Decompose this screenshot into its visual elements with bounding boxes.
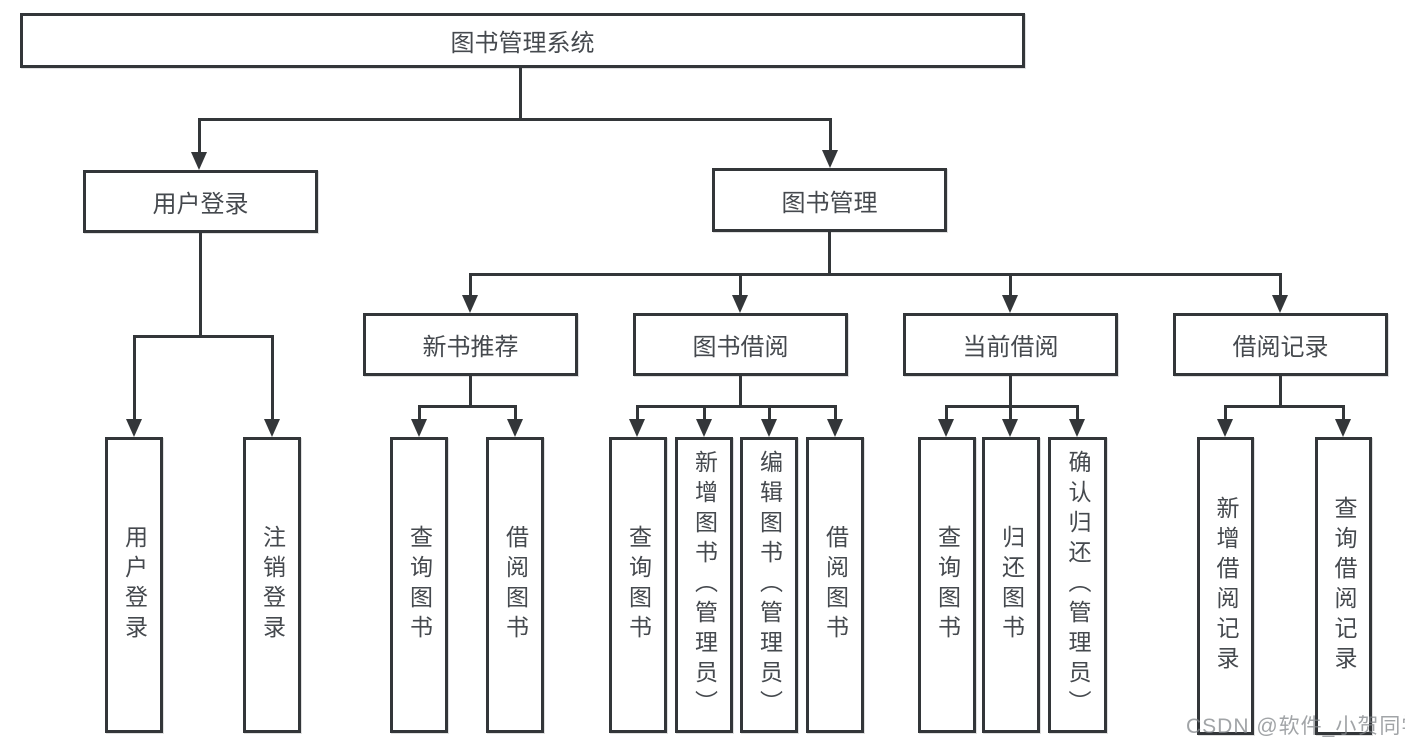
arrow-down-icon [126,335,142,437]
leaf-borrow-books: 借阅图书 [806,437,864,733]
connector-line [519,68,522,118]
leaf-borrow-books-label: 借阅图书 [822,525,849,645]
node-book-management: 图书管理 [712,168,947,232]
arrow-down-icon [1069,405,1085,437]
node-user-login-label: 用户登录 [152,191,249,218]
leaf-add-borrow-record-label: 新增借阅记录 [1213,496,1239,676]
node-root-label: 图书管理系统 [450,30,595,57]
leaf-return-book-label: 归还图书 [998,525,1025,645]
leaf-borrow-books-recommend: 借阅图书 [486,437,544,733]
leaf-user-login-label: 用户登录 [121,525,148,645]
node-book-management-label: 图书管理 [781,189,878,217]
leaf-query-books-recommend-label: 查询图书 [406,525,433,645]
leaf-query-borrow-record-label: 查询借阅记录 [1331,496,1357,676]
leaf-edit-book-admin: 编辑图书（管理员） [740,437,798,733]
leaf-logout-label: 注销登录 [259,525,286,645]
connector-line [469,273,1282,276]
arrow-down-icon [1002,405,1018,437]
connector-line [739,376,742,405]
leaf-return-book: 归还图书 [982,437,1040,733]
arrow-down-icon [732,273,748,313]
connector-line [945,405,1079,408]
node-current-borrow-label: 当前借阅 [962,334,1059,361]
node-current-borrow: 当前借阅 [903,313,1118,376]
node-root: 图书管理系统 [20,13,1025,68]
arrow-down-icon [191,118,207,170]
arrow-down-icon [696,405,712,437]
arrow-down-icon [507,405,523,437]
leaf-confirm-return-admin-label: 确认归还（管理员） [1065,450,1091,720]
leaf-edit-book-admin-label: 编辑图书（管理员） [756,450,783,720]
node-new-book-recommend: 新书推荐 [363,313,578,376]
connector-line [1009,376,1012,405]
leaf-query-books-recommend: 查询图书 [390,437,448,733]
node-user-login: 用户登录 [83,170,318,233]
arrow-down-icon [1002,273,1018,313]
connector-line [1279,376,1282,405]
leaf-add-book-admin-label: 新增图书（管理员） [691,450,718,720]
leaf-logout: 注销登录 [243,437,301,733]
arrow-down-icon [629,405,645,437]
arrow-down-icon [1335,405,1351,437]
arrow-down-icon [827,405,843,437]
arrow-down-icon [938,405,954,437]
leaf-query-borrow-record: 查询借阅记录 [1315,437,1372,735]
leaf-user-login: 用户登录 [105,437,163,733]
leaf-borrow-books-recommend-label: 借阅图书 [502,525,529,645]
arrow-down-icon [462,273,478,313]
node-borrow-records-label: 借阅记录 [1232,334,1329,361]
connector-line [418,405,517,408]
connector-line [199,233,202,335]
leaf-add-book-admin: 新增图书（管理员） [675,437,733,733]
node-book-borrow-label: 图书借阅 [692,334,789,361]
connector-line [469,376,472,405]
arrow-down-icon [411,405,427,437]
csdn-watermark: CSDN @软件_小贺同学 [1186,715,1405,738]
arrow-down-icon [761,405,777,437]
leaf-query-books-current: 查询图书 [918,437,976,733]
connector-line [828,232,831,273]
arrow-down-icon [1272,273,1288,313]
connector-line [198,118,832,121]
connector-line [636,405,837,408]
arrow-down-icon [264,335,280,437]
leaf-query-books-borrow-label: 查询图书 [625,525,652,645]
leaf-query-books-current-label: 查询图书 [934,525,961,645]
node-new-book-recommend-label: 新书推荐 [422,334,519,361]
connector-line [133,335,274,338]
arrow-down-icon [822,118,838,168]
arrow-down-icon [1217,405,1233,437]
leaf-query-books-borrow: 查询图书 [609,437,667,733]
connector-line [1224,405,1345,408]
node-book-borrow: 图书借阅 [633,313,848,376]
leaf-add-borrow-record: 新增借阅记录 [1197,437,1254,735]
node-borrow-records: 借阅记录 [1173,313,1388,376]
leaf-confirm-return-admin: 确认归还（管理员） [1048,437,1107,733]
